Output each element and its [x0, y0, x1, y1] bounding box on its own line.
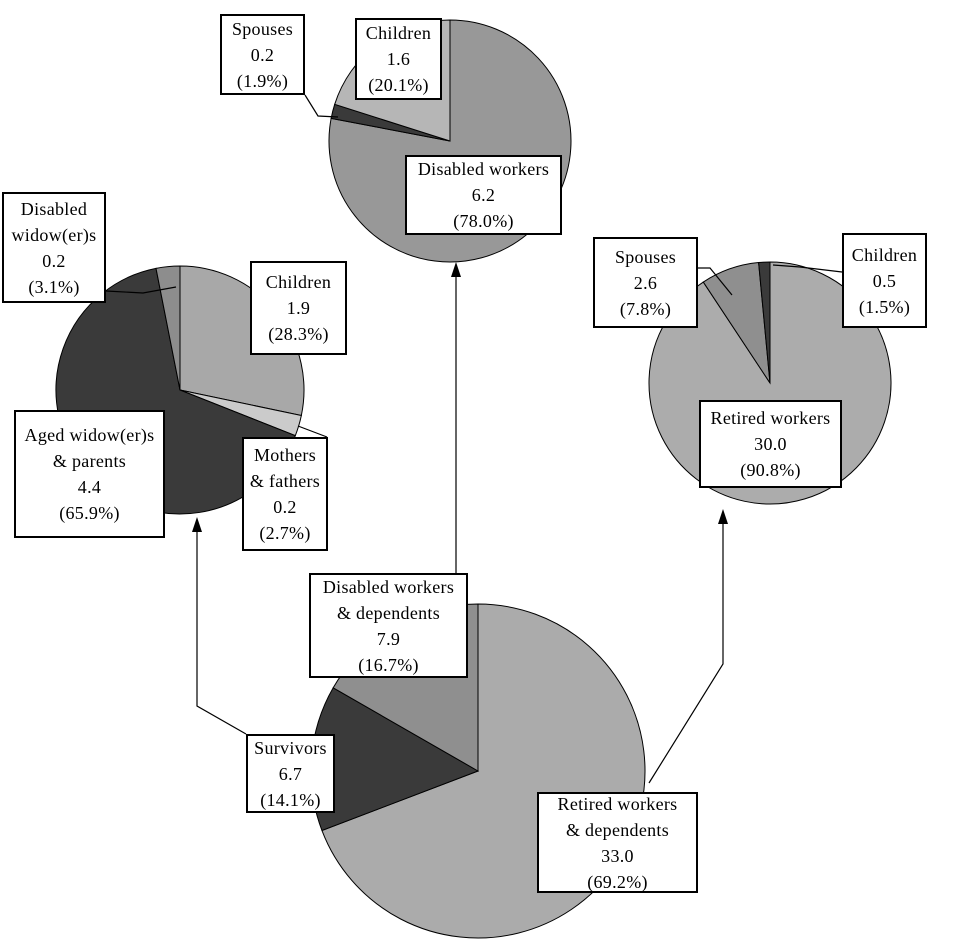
- leader-line-right-spouses: [698, 267, 733, 296]
- label-box-right-children: Children 0.5 (1.5%): [842, 233, 927, 328]
- label-value: 2.6: [633, 272, 658, 293]
- pie-slice-survivors-3: [155, 265, 181, 391]
- label-text: Retired workers: [557, 793, 678, 814]
- label-percent: (65.9%): [59, 503, 120, 523]
- arrowhead-to-disabled-pie: [451, 262, 461, 277]
- label-text: Mothers: [253, 445, 317, 465]
- label-box-left-children: Children 1.9 (28.3%): [250, 261, 347, 355]
- label-value: 0.5: [872, 270, 897, 291]
- label-text: & parents: [52, 451, 127, 471]
- leader-line-disabled-widowers: [105, 286, 177, 294]
- label-value: 6.7: [278, 763, 303, 784]
- label-text: Children: [851, 244, 918, 265]
- leader-line-mothers-fathers: [297, 425, 328, 438]
- label-value: 7.9: [376, 628, 401, 649]
- label-value: 30.0: [754, 434, 787, 454]
- label-percent: (28.3%): [268, 324, 329, 344]
- label-percent: (7.8%): [619, 298, 672, 319]
- label-box-disabled-workers-dependents: Disabled workers & dependents 7.9 (16.7%…: [309, 573, 468, 678]
- arrowhead-to-retired-pie: [718, 509, 728, 524]
- label-text: Children: [265, 272, 332, 292]
- label-box-aged-widowers-parents: Aged widow(er)s & parents 4.4 (65.9%): [14, 410, 165, 538]
- label-box-retired-workers-dependents: Retired workers & dependents 33.0 (69.2%…: [537, 792, 698, 893]
- leader-line-right-children: [772, 264, 843, 273]
- label-value: 0.2: [42, 250, 66, 271]
- label-text: Spouses: [231, 18, 294, 39]
- label-percent: (69.2%): [587, 871, 648, 892]
- label-text: Disabled workers: [417, 159, 550, 179]
- label-value: 6.2: [471, 185, 496, 205]
- arrow-line-to-retired-pie: [648, 513, 724, 784]
- label-text: Disabled: [20, 198, 88, 219]
- label-text: widow(er)s: [11, 224, 97, 245]
- label-percent: (1.5%): [858, 296, 911, 317]
- label-box-retired-workers: Retired workers 30.0 (90.8%): [699, 400, 842, 488]
- label-value: 1.6: [386, 49, 411, 69]
- label-text: & dependents: [565, 819, 670, 840]
- label-percent: (78.0%): [453, 211, 514, 231]
- label-box-disabled-workers: Disabled workers 6.2 (78.0%): [405, 155, 562, 235]
- label-box-right-spouses: Spouses 2.6 (7.8%): [593, 237, 698, 328]
- label-box-top-children: Children 1.6 (20.1%): [355, 18, 442, 100]
- label-text: Aged widow(er)s: [24, 425, 155, 445]
- label-box-top-spouses: Spouses 0.2 (1.9%): [220, 14, 305, 95]
- label-value: 0.2: [273, 497, 297, 517]
- label-text: Retired workers: [710, 408, 831, 428]
- pie-slice-retired-workers-dependents-2: [758, 261, 771, 384]
- label-text: Disabled workers: [322, 576, 455, 597]
- label-percent: (1.9%): [236, 70, 289, 91]
- label-text: Spouses: [614, 246, 677, 267]
- arrowhead-to-survivors-pie: [192, 517, 202, 532]
- label-box-survivors: Survivors 6.7 (14.1%): [246, 734, 335, 813]
- label-percent: (14.1%): [260, 789, 321, 810]
- label-text: & dependents: [336, 602, 441, 623]
- label-value: 1.9: [286, 298, 311, 318]
- label-box-disabled-widowers: Disabled widow(er)s 0.2 (3.1%): [2, 192, 106, 303]
- arrow-line-to-survivors-pie: [196, 521, 247, 735]
- label-box-mothers-fathers: Mothers & fathers 0.2 (2.7%): [242, 437, 328, 551]
- label-value: 0.2: [250, 44, 275, 65]
- label-value: 4.4: [77, 477, 102, 497]
- label-text: Survivors: [254, 737, 327, 758]
- label-percent: (90.8%): [740, 460, 801, 480]
- label-percent: (20.1%): [368, 75, 429, 95]
- leader-line-top-spouses: [304, 94, 339, 118]
- label-percent: (16.7%): [358, 654, 419, 675]
- label-percent: (2.7%): [259, 523, 311, 543]
- label-text: & fathers: [249, 471, 321, 491]
- label-percent: (3.1%): [28, 276, 80, 297]
- label-text: Children: [365, 23, 432, 43]
- label-value: 33.0: [601, 845, 634, 866]
